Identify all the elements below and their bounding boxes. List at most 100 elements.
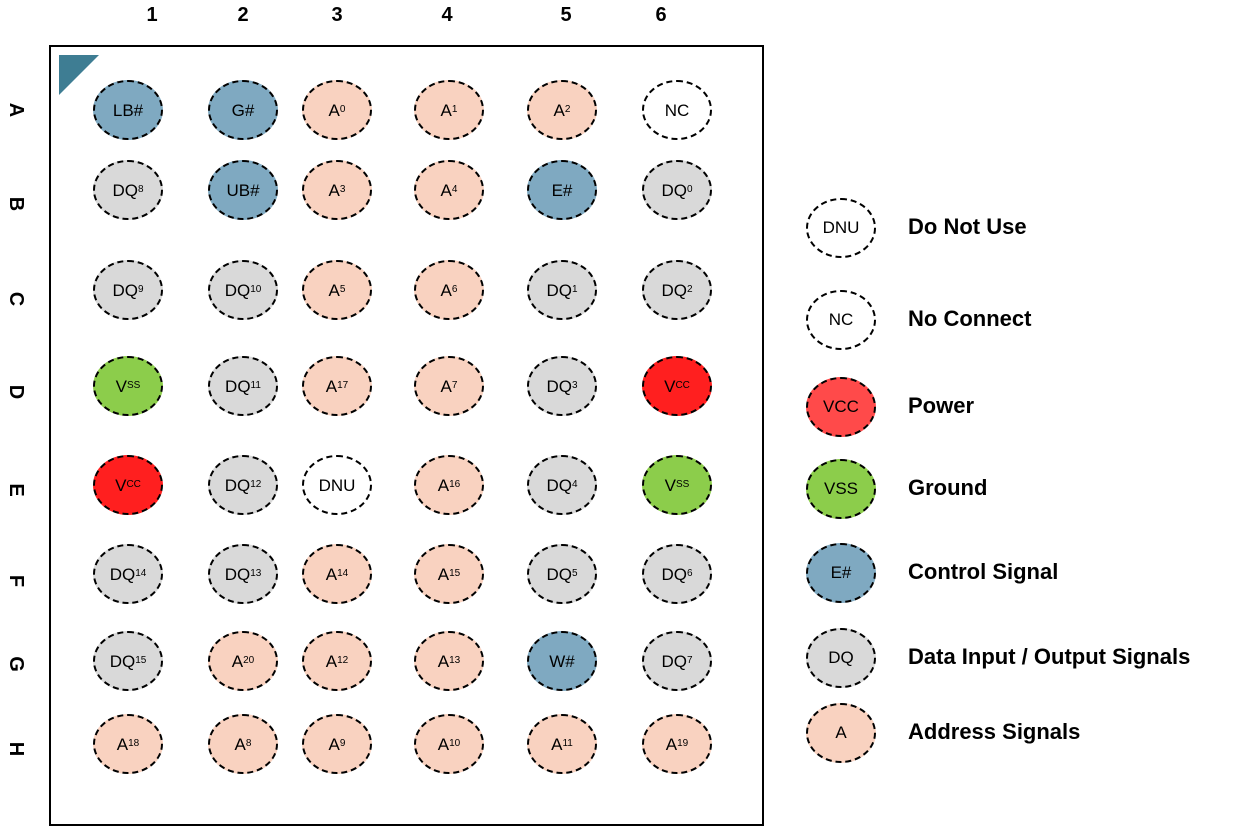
pin1-marker-icon <box>59 55 99 95</box>
ball-label: DQ <box>109 564 136 584</box>
legend-label: Do Not Use <box>908 214 1027 239</box>
ball-label: A <box>437 651 450 671</box>
ball-label: G# <box>231 100 255 120</box>
ball-label: A <box>665 734 678 754</box>
ball-label: DQ <box>661 180 687 200</box>
ball-A2: G# <box>208 80 278 140</box>
ball-label: DQ <box>661 280 687 300</box>
ball-label: DQ <box>546 280 572 300</box>
legend-symbol: DQ <box>806 628 876 688</box>
row-label: B <box>5 196 27 212</box>
legend-label: Data Input / Output Signals <box>908 644 1191 669</box>
ball-label: DQ <box>661 564 687 584</box>
row-label: G <box>5 656 27 672</box>
ball-label: A <box>325 376 338 396</box>
ball-label: A <box>328 180 340 200</box>
ball-label: A <box>234 734 246 754</box>
ball-label: A <box>437 734 450 754</box>
ball-label: A <box>328 100 340 120</box>
legend-symbol: DNU <box>806 198 876 258</box>
ball-label: W# <box>549 651 575 671</box>
package-outline <box>49 45 764 826</box>
column-label: 1 <box>146 4 158 26</box>
row-label: C <box>5 291 27 307</box>
ball-A1: LB# <box>93 80 163 140</box>
column-label: 3 <box>331 4 343 26</box>
ball-label: DQ <box>224 564 251 584</box>
ball-label: DQ <box>546 376 572 396</box>
ball-label: DQ <box>112 280 138 300</box>
ball-label: A <box>231 651 244 671</box>
legend-label: Power <box>908 393 975 418</box>
row-label: H <box>5 741 27 757</box>
ball-label: LB# <box>112 100 144 120</box>
ball-label: DQ <box>224 475 251 495</box>
row-label: A <box>5 102 27 118</box>
ball-label: A <box>325 564 338 584</box>
legend-label: Address Signals <box>908 719 1081 744</box>
ball-label: E# <box>551 180 573 200</box>
ball-label: A <box>440 280 452 300</box>
column-label: 5 <box>560 4 572 26</box>
ball-G5: W# <box>527 631 597 691</box>
legend-symbol: VSS <box>806 459 876 519</box>
ball-label: V <box>664 376 676 396</box>
ball-label: UB# <box>226 180 260 200</box>
ball-label: DQ <box>546 475 572 495</box>
ball-label: A <box>440 376 452 396</box>
ball-label: A <box>437 475 450 495</box>
ball-label: A <box>551 734 563 754</box>
ball-B2: UB# <box>208 160 278 220</box>
ball-label: NC <box>664 100 690 120</box>
ball-label: A <box>328 734 340 754</box>
legend-label: No Connect <box>908 306 1032 331</box>
ball-label: DNU <box>318 475 356 495</box>
column-label: 2 <box>237 4 249 26</box>
ball-label: DQ <box>112 180 138 200</box>
row-label: E <box>5 483 27 497</box>
row-label: D <box>5 384 27 400</box>
legend-symbol: A <box>806 703 876 763</box>
ball-label: A <box>553 100 565 120</box>
ball-A6: NC <box>642 80 712 140</box>
ball-label: A <box>440 100 452 120</box>
ball-label: DQ <box>224 280 251 300</box>
column-label: 4 <box>441 4 453 26</box>
ball-label: DQ <box>109 651 136 671</box>
ball-label: A <box>328 280 340 300</box>
legend-label: Control Signal <box>908 559 1059 584</box>
